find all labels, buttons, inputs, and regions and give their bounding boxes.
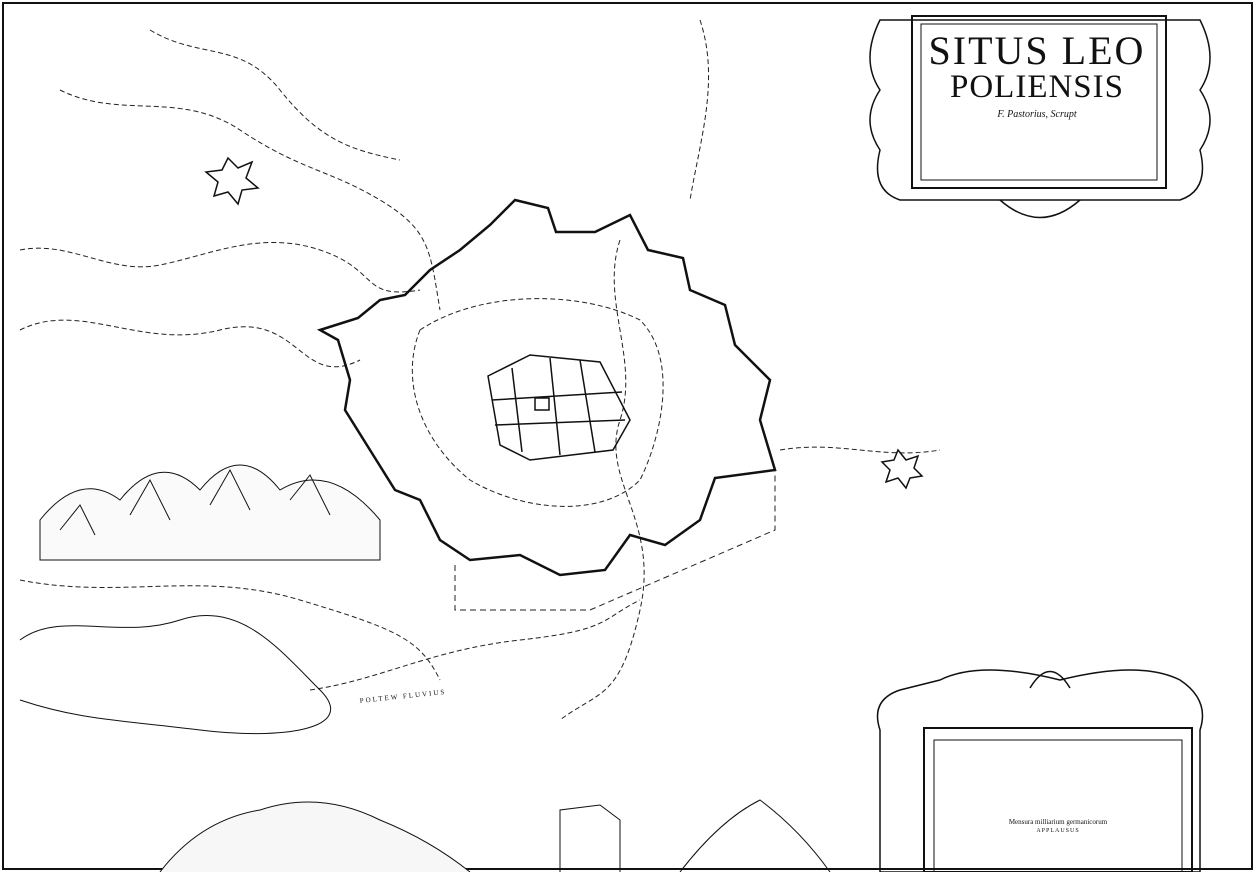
stream-top xyxy=(149,29,401,161)
city-plan xyxy=(487,354,631,461)
lowland-west xyxy=(19,614,332,735)
inner-boundary xyxy=(411,298,664,507)
map-title-line1: SITUS LEO xyxy=(928,28,1146,73)
map-title-line2: POLIENSIS xyxy=(949,69,1125,105)
river-west xyxy=(19,319,361,368)
scale-cartouche-frame xyxy=(876,669,1204,872)
stream-east xyxy=(779,446,941,454)
trees-foreground xyxy=(679,799,831,872)
star-fort-northwest xyxy=(204,156,260,206)
hill-shading xyxy=(59,468,331,536)
scale-legend-line2: APPLAUSUS xyxy=(1036,828,1080,834)
city-walls xyxy=(487,354,631,461)
map-engraver-credit: F. Pastorius, Scrupt xyxy=(997,109,1077,120)
title-cartouche-frame xyxy=(869,15,1211,219)
hill-range-west xyxy=(39,464,381,561)
river-northwest xyxy=(59,89,441,311)
hills xyxy=(19,464,831,872)
river-southwest xyxy=(19,579,441,681)
market-square xyxy=(534,397,550,411)
river-poltew xyxy=(309,599,641,691)
hill-foreground xyxy=(159,801,471,872)
river-south xyxy=(559,239,645,721)
star-fort-east xyxy=(880,448,924,490)
map-title: SITUS LEO POLIENSIS F. Pastorius, Scrupt xyxy=(921,27,1153,177)
scale-legend-line1: Mensura milliarium germanicorum xyxy=(1008,818,1108,826)
rivers xyxy=(19,19,941,721)
tower-foreground xyxy=(559,804,621,872)
river-label: POLTEW FLUVIUS xyxy=(359,688,446,705)
city-boundary xyxy=(316,198,777,577)
southern-road xyxy=(454,470,776,611)
scale-legend: Mensura milliarium germanicorum APPLAUSU… xyxy=(938,818,1178,836)
river-north xyxy=(19,241,421,293)
stream-north xyxy=(689,19,710,201)
